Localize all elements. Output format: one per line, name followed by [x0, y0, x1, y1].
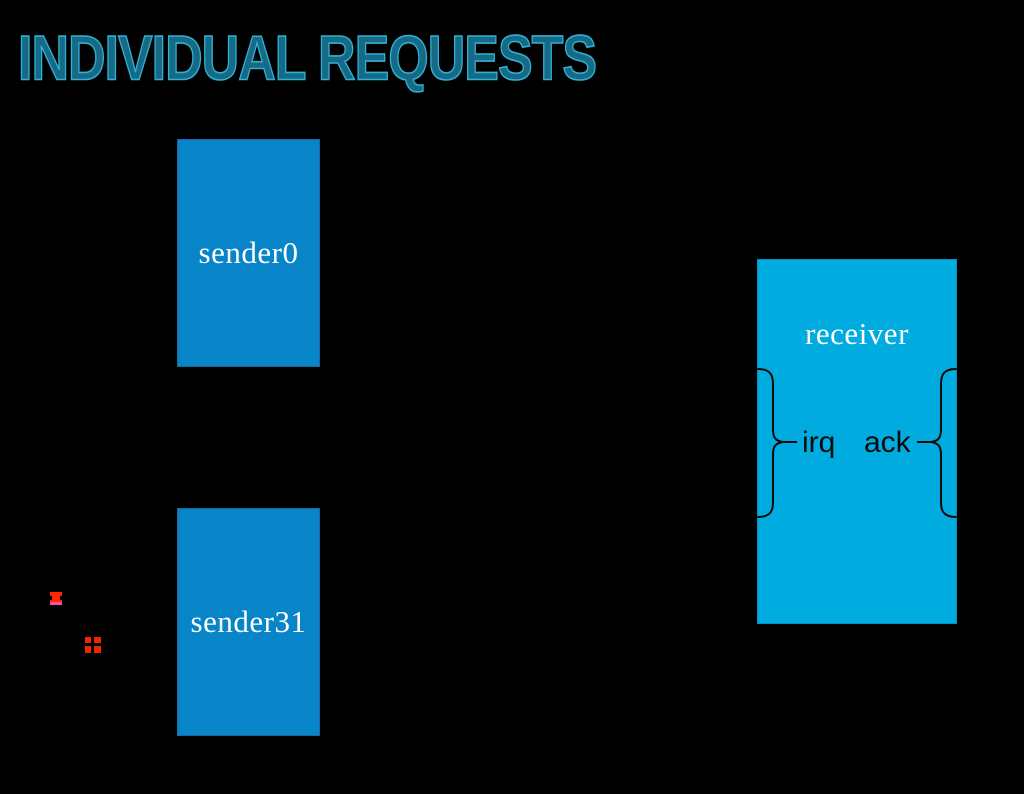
brace-right-icon: [917, 368, 957, 518]
brace-left-icon: [757, 368, 797, 518]
ack-label: ack: [864, 426, 911, 459]
receiver-label: receiver: [805, 316, 909, 351]
sender31-label: sender31: [190, 604, 307, 639]
receiver-box: receiver irq ack: [757, 259, 957, 624]
irq-label: irq: [802, 426, 836, 459]
red-grid-marker-icon: [85, 637, 101, 653]
red-marker-icon: [50, 592, 62, 605]
sender0-box: sender0: [177, 139, 320, 367]
sender0-label: sender0: [198, 235, 299, 270]
page-title: INDIVIDUAL REQUESTS: [17, 22, 597, 94]
sender31-box: sender31: [177, 508, 320, 736]
